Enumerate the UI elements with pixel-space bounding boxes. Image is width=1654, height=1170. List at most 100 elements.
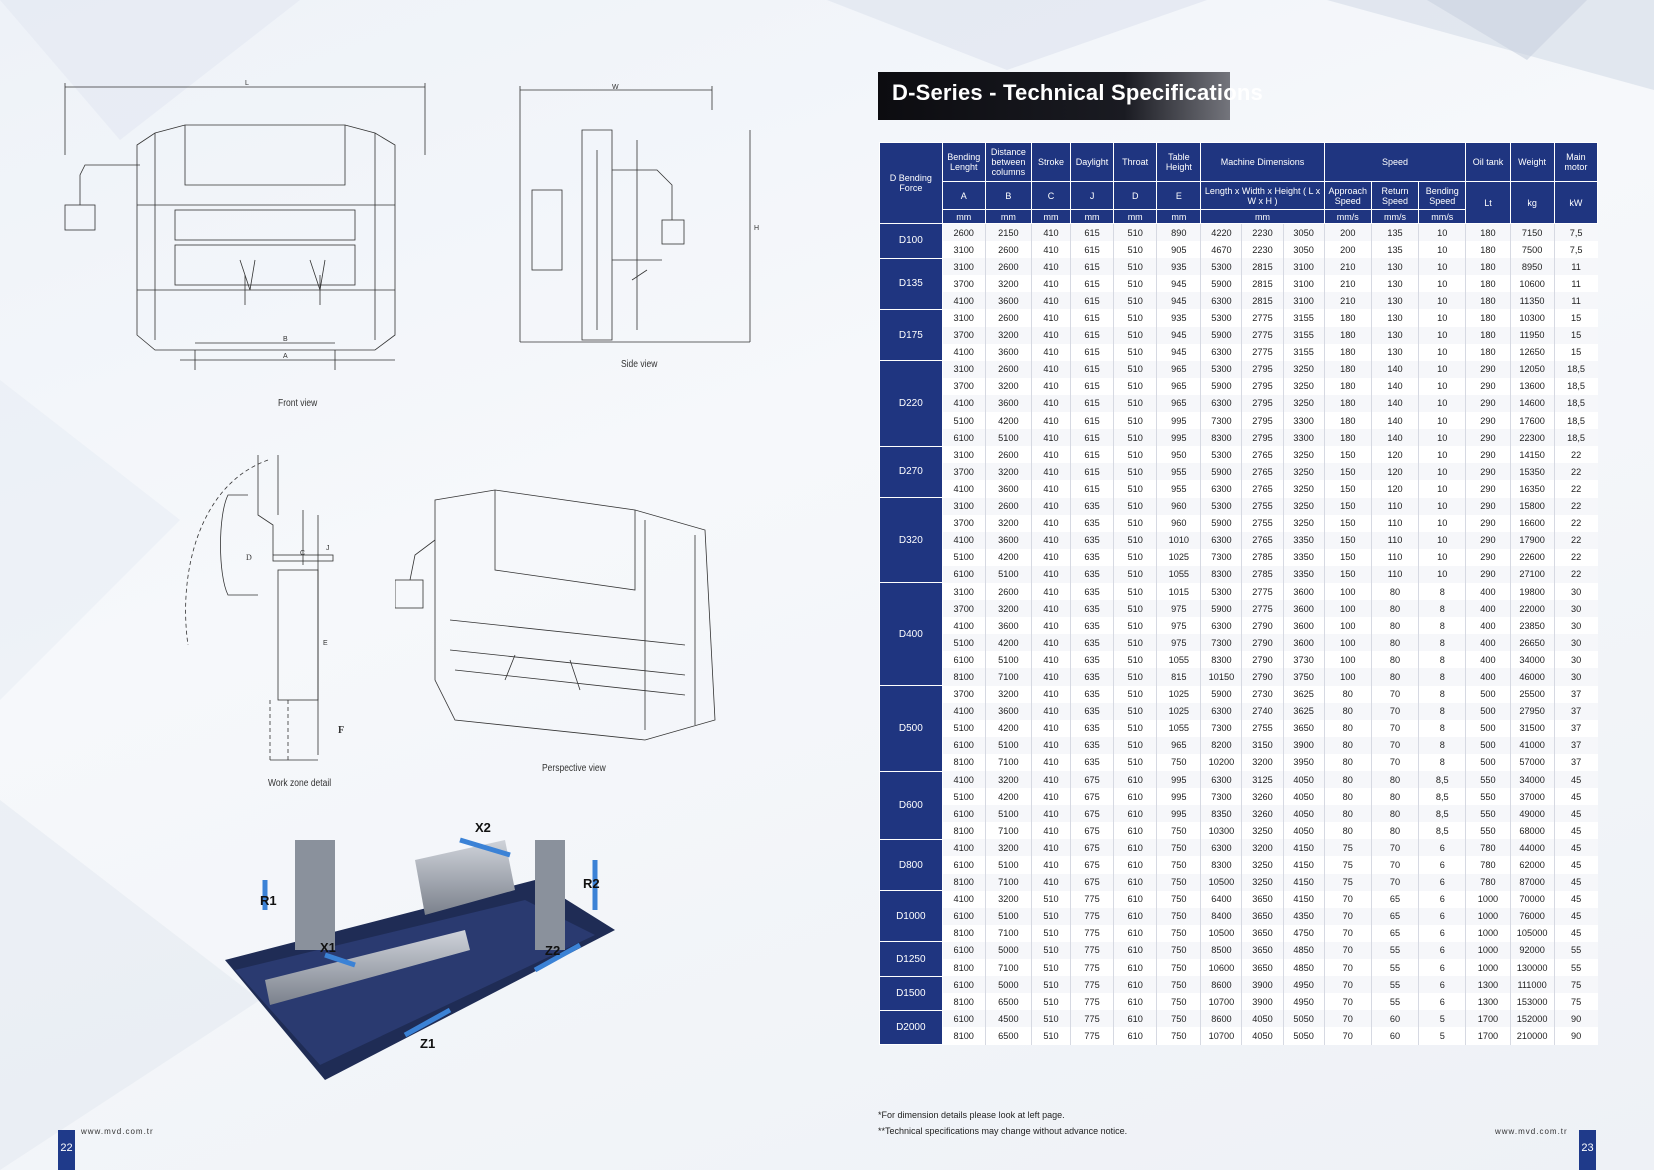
table-cell: 4200 — [984, 548, 1032, 566]
table-cell: 4050 — [1282, 771, 1325, 789]
table-cell: 290 — [1465, 531, 1511, 549]
model-cell: D100 — [879, 223, 943, 259]
table-cell: 935 — [1156, 309, 1201, 327]
table-cell: 5300 — [1200, 309, 1242, 327]
table-cell: 3100 — [941, 497, 986, 515]
table-cell: 500 — [1465, 736, 1511, 754]
table-cell: 17900 — [1509, 531, 1555, 549]
table-cell: 965 — [1156, 736, 1201, 754]
table-cell: 180 — [1323, 326, 1372, 344]
table-cell: 8100 — [941, 924, 986, 942]
table-cell: 410 — [1030, 651, 1071, 669]
model-cell: D400 — [879, 582, 943, 687]
table-cell: 3250 — [1241, 856, 1284, 874]
left-page: L B A Front view W H Side view — [0, 0, 759, 1170]
table-cell: 15 — [1553, 343, 1598, 361]
table-cell: 775 — [1069, 1010, 1114, 1028]
table-cell: 5900 — [1200, 685, 1242, 703]
table-cell: 6300 — [1200, 480, 1242, 498]
table-cell: 4100 — [941, 890, 986, 908]
table-cell: 3625 — [1282, 702, 1325, 720]
table-cell: 410 — [1030, 394, 1071, 413]
table-cell: 410 — [1030, 241, 1071, 259]
th-unit-mm: mm — [1200, 209, 1325, 224]
table-cell: 750 — [1156, 856, 1201, 874]
table-cell: 3250 — [1282, 480, 1325, 498]
table-cell: 80 — [1370, 771, 1419, 789]
table-cell: 2785 — [1241, 565, 1284, 583]
table-cell: 3155 — [1282, 309, 1325, 327]
table-cell: 60 — [1370, 1010, 1419, 1028]
table-cell: 55 — [1370, 976, 1419, 994]
table-cell: 1025 — [1156, 702, 1201, 720]
table-cell: 615 — [1069, 360, 1114, 378]
dim-J: J — [326, 545, 330, 552]
th-approach: Approach Speed — [1323, 181, 1372, 210]
th-unit-mms: mm/s — [1370, 209, 1420, 224]
table-cell: 200 — [1323, 223, 1372, 242]
table-cell: 3260 — [1241, 805, 1284, 823]
table-cell: 22 — [1553, 548, 1598, 566]
url-left[interactable]: www.mvd.com.tr — [81, 1127, 154, 1136]
table-cell: 8,5 — [1418, 805, 1466, 823]
table-cell: 3700 — [941, 600, 986, 618]
model-cell: D220 — [879, 360, 943, 447]
axis-label-z2: Z2 — [545, 943, 560, 958]
table-cell: 410 — [1030, 514, 1071, 532]
table-cell: 1300 — [1465, 976, 1511, 994]
table-cell: 22 — [1553, 446, 1598, 464]
table-cell: 16600 — [1509, 514, 1555, 532]
table-cell: 510 — [1113, 343, 1157, 361]
table-cell: 975 — [1156, 600, 1201, 618]
th-unit-kg: kg — [1509, 181, 1555, 224]
table-cell: 675 — [1069, 822, 1114, 840]
table-cell: 4150 — [1282, 873, 1325, 891]
table-cell: 675 — [1069, 873, 1114, 891]
table-cell: 4050 — [1241, 1027, 1284, 1045]
table-cell: 45 — [1553, 839, 1598, 857]
table-cell: 510 — [1113, 223, 1157, 242]
table-cell: 210 — [1323, 292, 1372, 310]
table-cell: 210 — [1323, 275, 1372, 293]
table-cell: 8 — [1418, 685, 1466, 703]
table-cell: 2600 — [984, 309, 1032, 327]
table-cell: 41000 — [1509, 736, 1555, 754]
table-cell: 80 — [1323, 805, 1372, 823]
table-cell: 610 — [1113, 1010, 1157, 1028]
table-cell: 80 — [1323, 771, 1372, 789]
dim-B: B — [283, 336, 288, 343]
table-cell: 510 — [1113, 309, 1157, 327]
url-right[interactable]: www.mvd.com.tr — [1495, 1127, 1568, 1136]
table-cell: 150 — [1323, 480, 1372, 498]
table-cell: 4150 — [1282, 890, 1325, 908]
footnote-2: **Technical specifications may change wi… — [878, 1126, 1128, 1136]
table-cell: 410 — [1030, 668, 1071, 686]
table-cell: 5900 — [1200, 377, 1242, 395]
page-title: D-Series - Technical Specifications — [892, 80, 1263, 105]
table-cell: 775 — [1069, 907, 1114, 925]
table-cell: 775 — [1069, 941, 1114, 960]
table-cell: 290 — [1465, 360, 1511, 378]
table-cell: 46000 — [1509, 668, 1555, 686]
table-cell: 100 — [1323, 617, 1372, 635]
table-cell: 6100 — [941, 805, 986, 823]
table-cell: 200 — [1323, 241, 1372, 259]
table-cell: 5900 — [1200, 600, 1242, 618]
table-cell: 80 — [1323, 736, 1372, 754]
table-cell: 8300 — [1200, 565, 1242, 583]
table-cell: 14600 — [1509, 394, 1555, 413]
table-cell: 22300 — [1509, 429, 1555, 447]
table-cell: 4100 — [941, 394, 986, 413]
table-cell: 3100 — [941, 446, 986, 464]
table-cell: 635 — [1069, 736, 1114, 754]
table-cell: 10500 — [1200, 873, 1242, 891]
table-cell: 3200 — [984, 275, 1032, 293]
table-cell: 80 — [1370, 582, 1419, 601]
work-zone-drawing: D C J E F — [185, 455, 344, 761]
table-cell: 7100 — [984, 753, 1032, 771]
dim-F: F — [338, 725, 344, 736]
